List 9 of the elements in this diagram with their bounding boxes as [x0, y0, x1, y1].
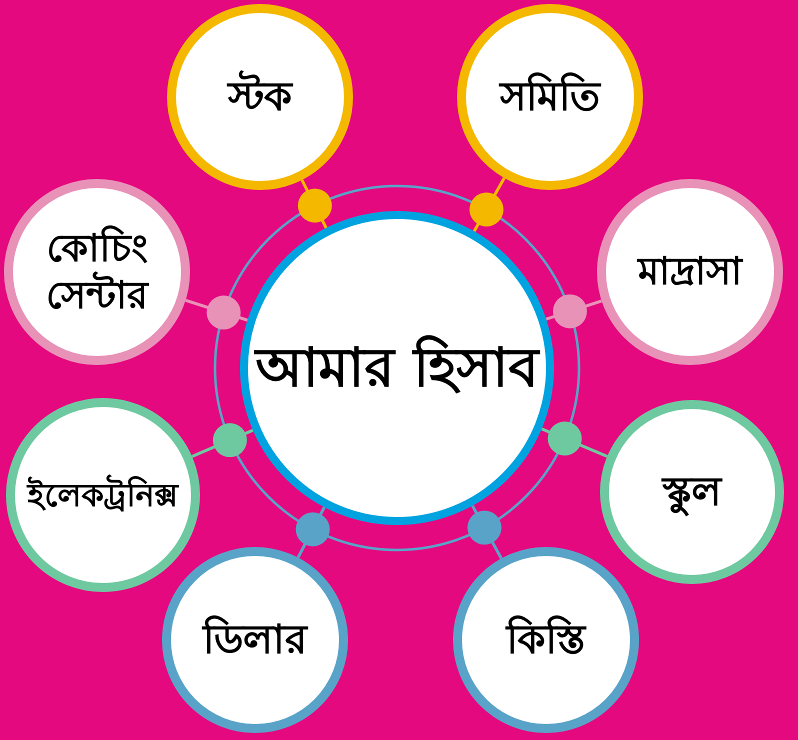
topic-label: স্টক	[228, 72, 292, 122]
topic-label: মাদ্রাসা	[638, 248, 742, 296]
topic-label: ডিলার	[203, 615, 307, 665]
topic-label: কিস্তি	[506, 615, 586, 665]
topic-label: ইলেকট্রনিক্স	[28, 475, 178, 515]
topic-label: সমিতি	[500, 72, 600, 122]
topic-label: স্কুল	[662, 468, 722, 517]
topic-label: আমার হিসাব	[256, 334, 538, 402]
topic-label: কোচিং সেন্টার	[45, 224, 150, 319]
